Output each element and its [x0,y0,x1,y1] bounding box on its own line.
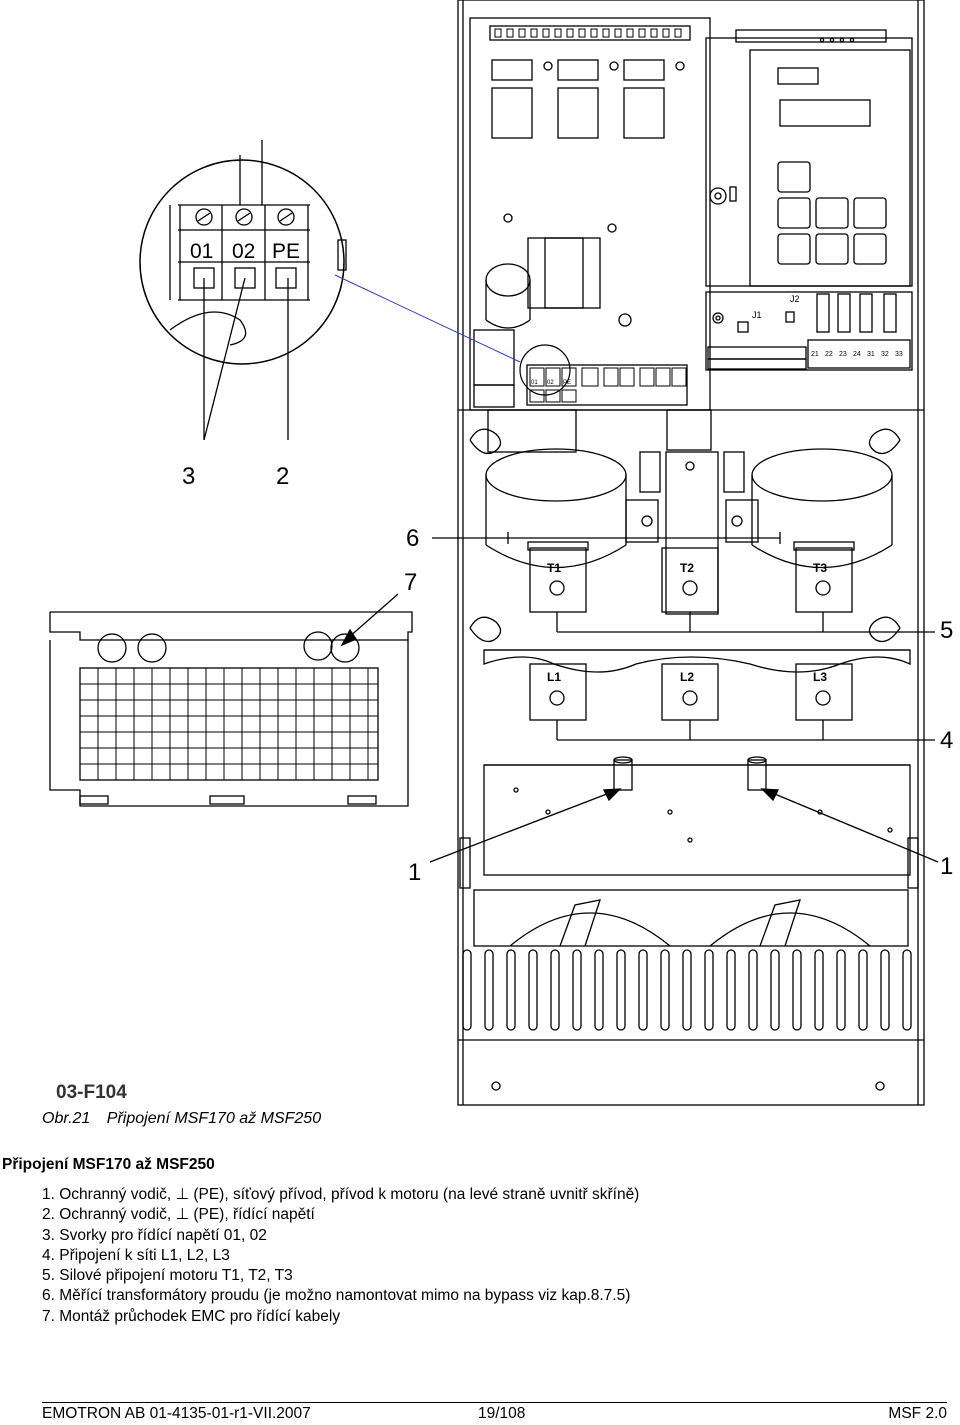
small-terminal-pe: PE [563,380,571,386]
legend-item: 5. Silové připojení motoru T1, T2, T3 [42,1267,293,1285]
section-title: Připojení MSF170 až MSF250 [2,1156,215,1173]
legend-item: 6. Měřící transformátory proudu (je možn… [42,1287,631,1305]
figure-caption: Obr.21 Připojení MSF170 až MSF250 [42,1110,333,1128]
jumper-j2: J2 [790,294,800,304]
motor-terminal-t2: T2 [680,561,694,575]
terminal-zoom-circle [139,140,571,441]
small-terminal-02: 02 [547,380,554,386]
callout-2: 2 [276,463,289,490]
page-footer: EMOTRON AB 01-4135-01-r1-VII.2007 19/108… [42,1405,947,1425]
legend-item: 3. Svorky pro řídící napětí 01, 02 [42,1226,267,1244]
callout-4: 4 [940,727,953,754]
callout-6: 6 [406,525,419,552]
figure-number: Obr.21 [42,1110,91,1127]
small-terminal-01: 01 [531,380,538,386]
footer-divider [42,1402,947,1403]
callout-1-left: 1 [408,859,421,886]
callout-3: 3 [182,463,195,490]
relay-terminal-24: 24 [853,351,861,358]
callout-5: 5 [940,617,953,644]
callout-1-right: 1 [940,853,953,880]
legend-item: 7. Montáž průchodek EMC pro řídící kabel… [42,1307,341,1325]
vent-grille [462,949,912,1031]
legend-list: 1. Ochranný vodič, ⊥ (PE), síťový přívod… [42,1185,639,1327]
zoom-terminal-01: 01 [190,240,213,263]
relay-terminal-23: 23 [839,351,847,358]
technical-drawing: 3 2 6 7 5 4 1 1 01 02 PE 01 02 PE T1 T2 … [49,0,953,1106]
figure-code: 03-F104 [56,1082,127,1103]
cabinet-outline [457,0,925,1106]
relay-terminal-31: 31 [867,351,875,358]
footer-product: MSF 2.0 [888,1405,947,1422]
footer-document-id: EMOTRON AB 01-4135-01-r1-VII.2007 [42,1405,311,1422]
motor-terminal-t3: T3 [813,561,827,575]
mains-terminal-l1: L1 [547,670,561,684]
legend-item: 1. Ochranný vodič, ⊥ (PE), síťový přívod… [42,1186,640,1203]
callout-leaders [340,532,939,863]
relay-terminal-22: 22 [825,351,833,358]
legend-item: 2. Ochranný vodič, ⊥ (PE), řídící napětí [42,1206,315,1224]
jumper-j1: J1 [752,310,762,320]
control-plate [469,17,711,411]
power-section [459,409,919,1031]
zoom-terminal-pe: PE [272,240,300,263]
emc-gland-plate [49,611,413,807]
mains-terminal-l2: L2 [680,670,694,684]
relay-terminal-33: 33 [895,351,903,358]
legend-item: 4. Připojení k síti L1, L2, L3 [42,1246,230,1264]
footer-page-number: 19/108 [478,1405,526,1422]
relay-terminal-21: 21 [811,351,819,358]
zoom-terminal-02: 02 [232,240,255,263]
relay-terminal-32: 32 [881,351,889,358]
figure-title: Připojení MSF170 až MSF250 [106,1110,322,1127]
callout-7: 7 [404,569,417,596]
motor-terminal-t1: T1 [547,561,561,575]
mains-terminal-l3: L3 [813,670,827,684]
relay-area [705,291,913,371]
control-panel [705,29,913,324]
